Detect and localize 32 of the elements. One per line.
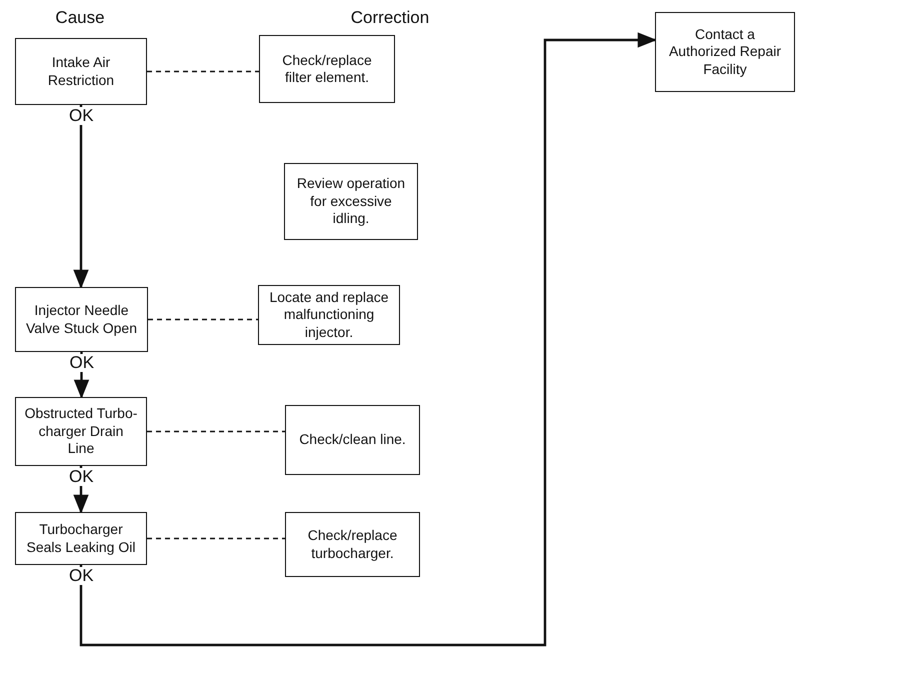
process-box (259, 35, 395, 103)
box-text: Check/replace filter element. (281, 52, 373, 86)
box-text: Check/replace turbocharger. (306, 527, 398, 562)
box-text: Contact a Authorized Repair Facility (668, 26, 782, 78)
box-text: Turbocharger Seals Leaking Oil (26, 521, 136, 556)
box-text: Review operation for excessive idling. (296, 175, 406, 228)
process-box (284, 163, 418, 240)
process-box (15, 397, 147, 466)
edge-label: OK (67, 468, 96, 486)
arrow (73, 105, 89, 289)
process-box (15, 512, 147, 565)
dashed-connector (147, 430, 285, 432)
process-box (285, 405, 420, 475)
box-text: Injector Needle Valve Stuck Open (24, 302, 138, 337)
column-heading: Cause (54, 8, 106, 28)
dashed-connector (147, 70, 259, 72)
column-heading: Correction (350, 8, 430, 28)
box-text: Intake Air Restriction (46, 54, 116, 89)
box-text: Locate and replace malfunctioning injector. (268, 288, 390, 342)
edge-label: OK (67, 567, 96, 585)
process-box (655, 12, 795, 92)
box-text: Check/clean line. (299, 431, 406, 449)
process-box (15, 38, 147, 105)
dashed-connector (147, 538, 285, 540)
dashed-connector (148, 318, 258, 320)
arrow (80, 32, 657, 646)
edge-label: OK (67, 107, 96, 125)
edge-label: OK (68, 354, 96, 372)
process-box (15, 287, 148, 352)
box-text: Obstructed Turbo-charger Drain Line (24, 405, 138, 458)
process-box (258, 285, 400, 345)
process-box (285, 512, 420, 577)
